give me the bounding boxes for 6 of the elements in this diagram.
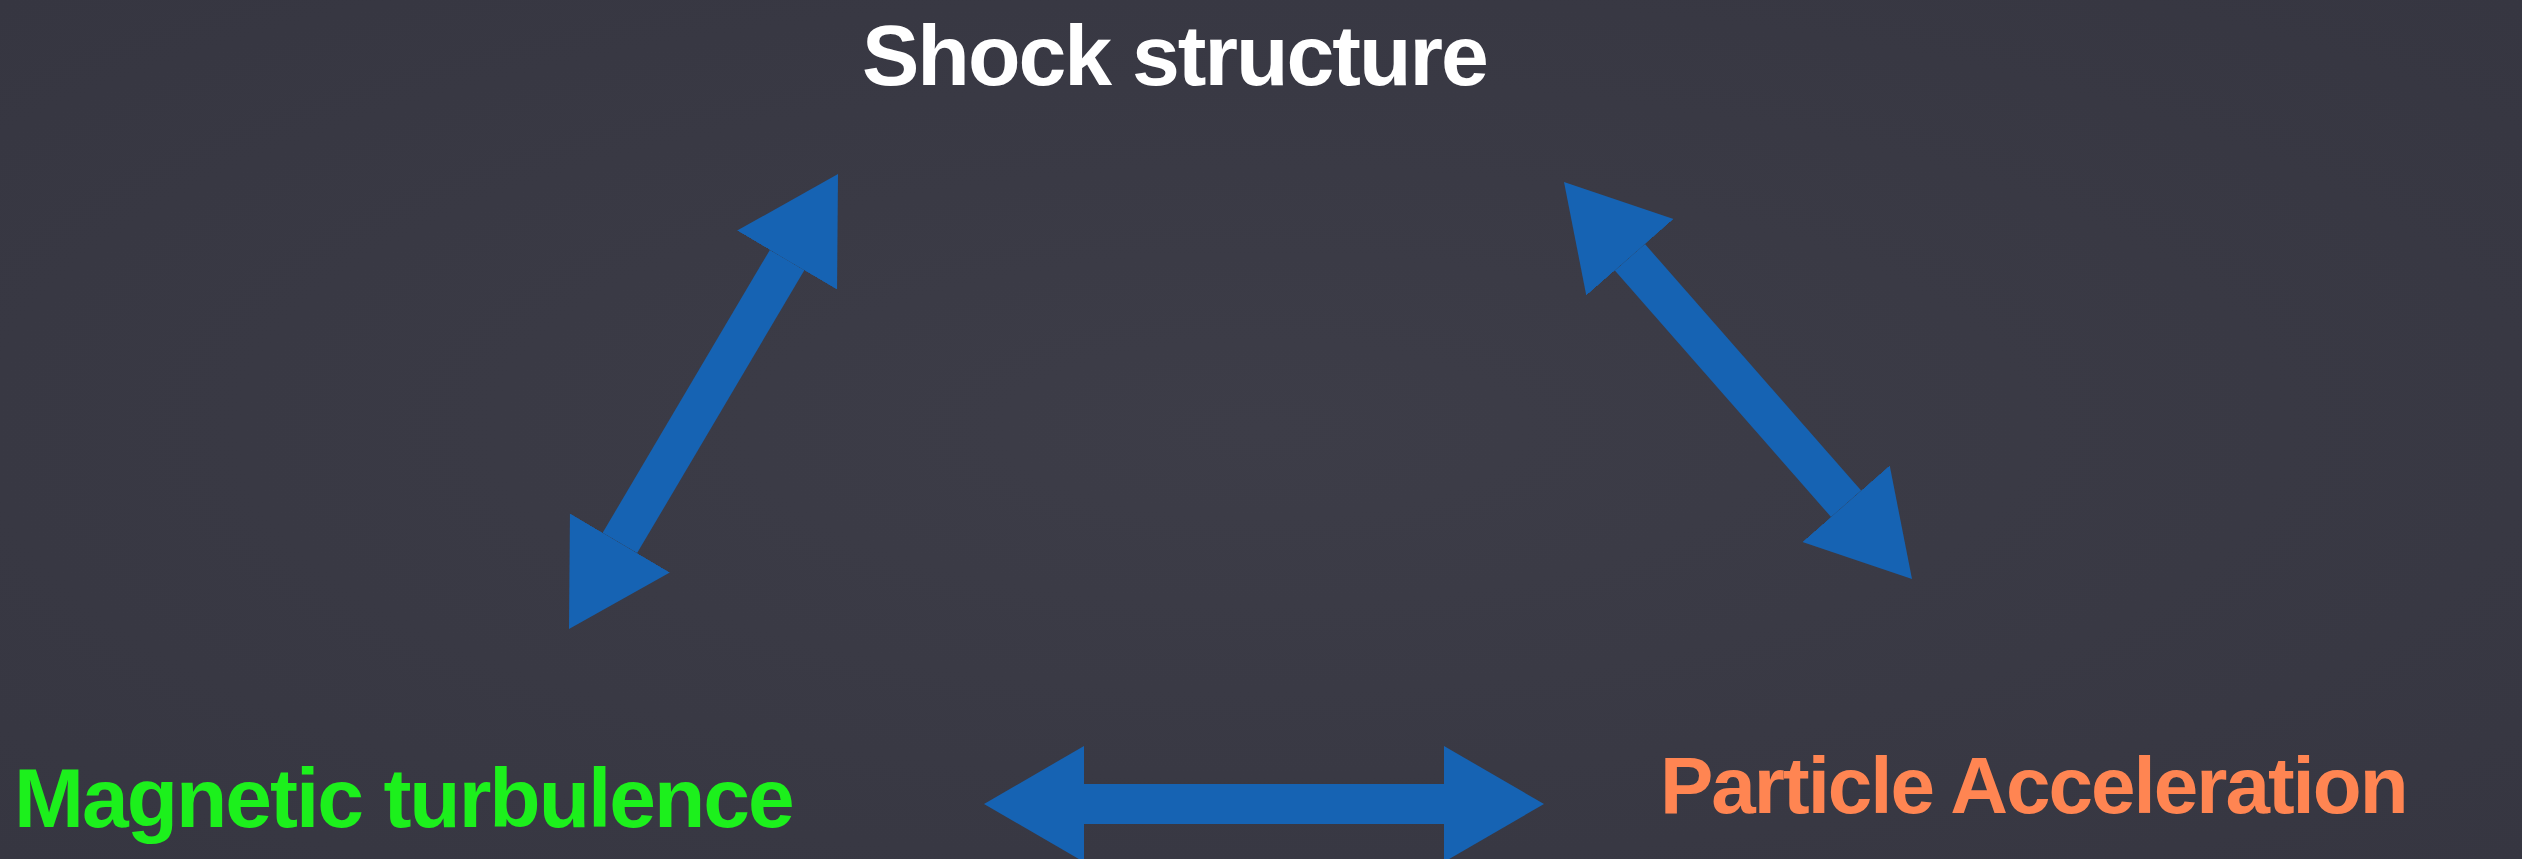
topic-label: Particle Acceleration <box>1660 742 2407 830</box>
topic-label: Shock structure <box>862 8 1487 103</box>
topic-label: Magnetic turbulence <box>14 752 793 845</box>
double-arrow <box>569 174 838 629</box>
double-arrow <box>1564 182 1912 579</box>
double-arrow <box>984 746 1544 859</box>
